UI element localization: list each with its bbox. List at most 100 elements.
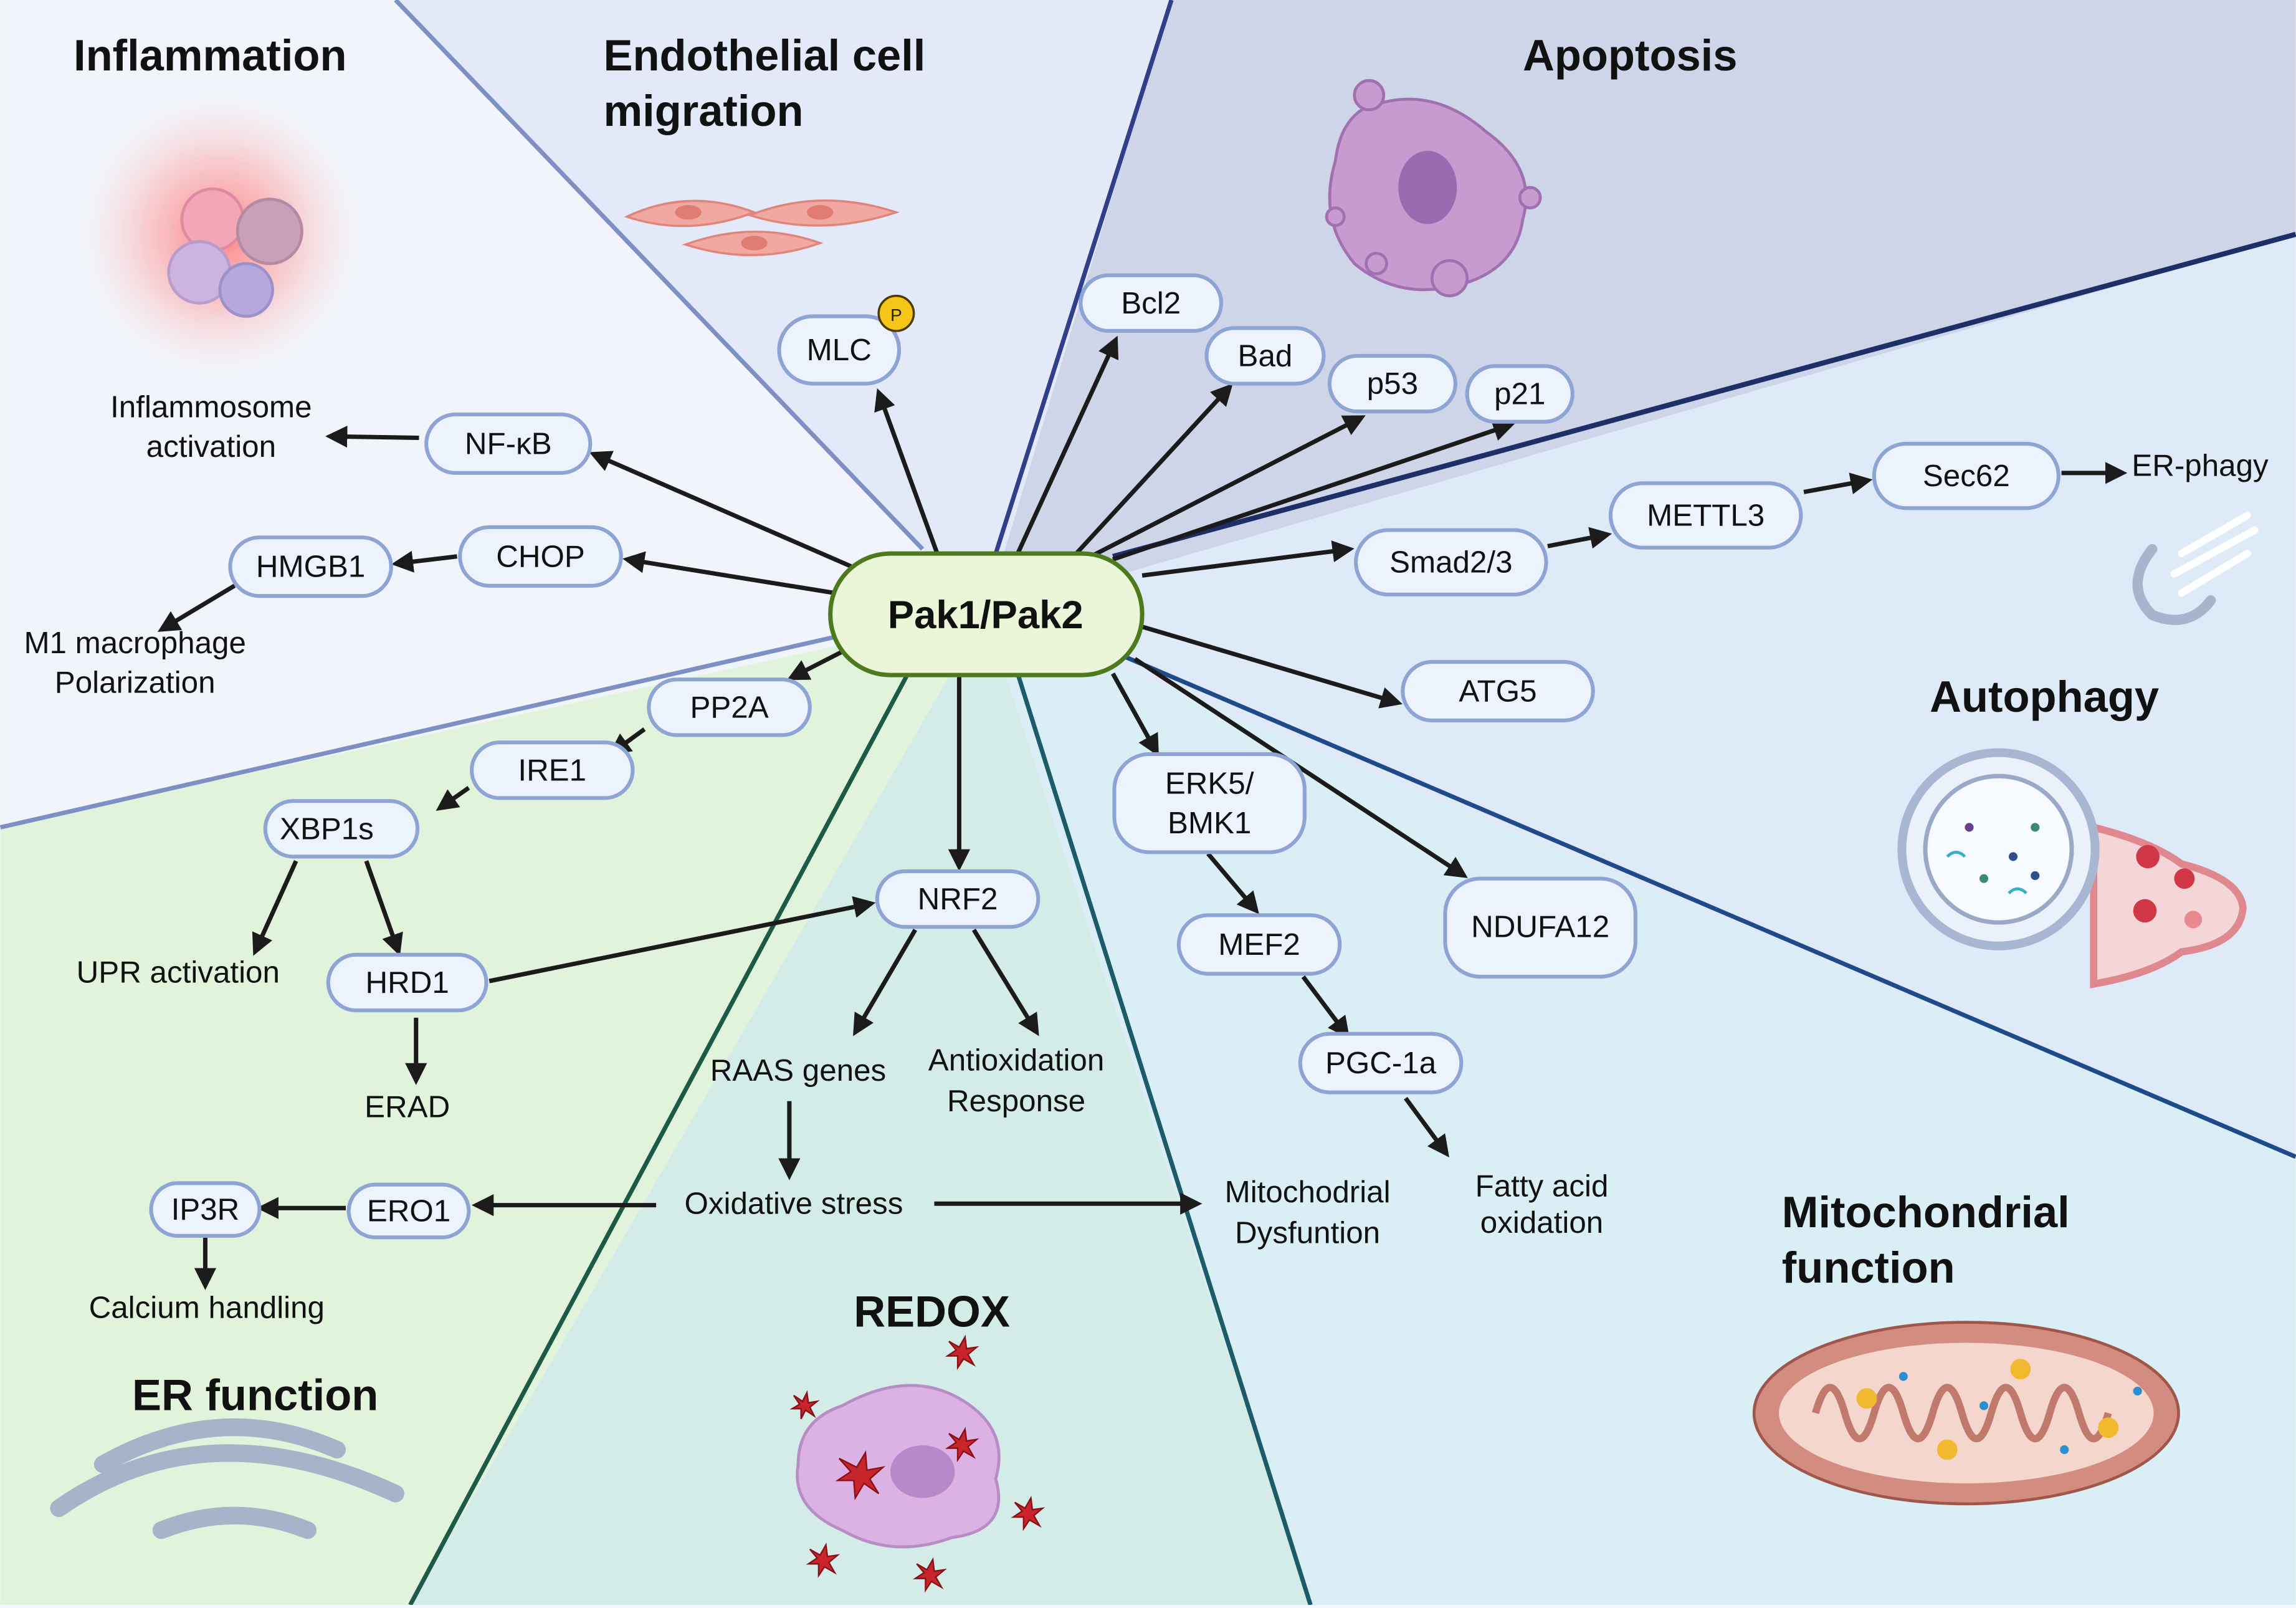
title-autophagy: Autophagy [1930, 672, 2159, 721]
sector-apoptosis [985, 0, 2296, 614]
nodes: NF-κB CHOP HMGB1 MLC P Bcl2 Bad p53 p21 … [149, 273, 2060, 1240]
center-node-pak[interactable]: Pak1/Pak2 [828, 551, 1145, 677]
svg-text:p21: p21 [1494, 377, 1545, 411]
svg-text:NRF2: NRF2 [918, 882, 998, 916]
node-nfkb[interactable]: NF-κB [424, 412, 593, 475]
svg-text:HRD1: HRD1 [366, 965, 449, 1000]
svg-text:Sec62: Sec62 [1923, 459, 2010, 493]
node-mettl3[interactable]: METTL3 [1608, 481, 1803, 550]
node-ire1[interactable]: IRE1 [469, 740, 635, 800]
edge-pak-bad [1074, 383, 1233, 555]
outcome-er-phagy: ER-phagy [2132, 449, 2269, 483]
node-pgc1a[interactable]: PGC-1a [1298, 1031, 1464, 1094]
apoptotic-cell-icon [1325, 79, 1542, 297]
edge-mef2-pgc1a [1301, 975, 1350, 1039]
node-nrf2[interactable]: NRF2 [875, 869, 1041, 929]
node-p53[interactable]: p53 [1327, 353, 1457, 414]
edge-xbp1s-upr [252, 860, 298, 956]
node-atg5[interactable]: ATG5 [1401, 659, 1595, 722]
edge-mettl3-sec62 [1803, 472, 1873, 495]
outcome-calcium: Calcium handling [89, 1291, 325, 1325]
outcome-oxidative-stress: Oxidative stress [684, 1187, 903, 1221]
edge-nrf2-antiox [971, 929, 1039, 1036]
node-bcl2[interactable]: Bcl2 [1079, 273, 1224, 333]
edge-pak-chop [622, 551, 836, 596]
svg-text:Bad: Bad [1238, 338, 1293, 373]
svg-text:p53: p53 [1367, 366, 1418, 401]
svg-text:HMGB1: HMGB1 [256, 550, 365, 584]
node-ip3r[interactable]: IP3R [149, 1181, 262, 1238]
immune-cells-icon [80, 95, 360, 374]
er-phagy-icon [2132, 512, 2259, 625]
edge-pak-p21 [1112, 419, 1515, 562]
node-pp2a[interactable]: PP2A [647, 677, 812, 737]
node-bad[interactable]: Bad [1204, 326, 1326, 386]
node-mlc[interactable]: MLC [777, 314, 902, 386]
svg-text:ERK5/: ERK5/ [1165, 766, 1254, 800]
svg-text:Bcl2: Bcl2 [1121, 286, 1181, 320]
node-xbp1s[interactable]: XBP1s [263, 799, 420, 859]
title-er-function: ER function [132, 1371, 378, 1420]
svg-text:Smad2/3: Smad2/3 [1389, 545, 1512, 580]
node-p21[interactable]: p21 [1465, 364, 1574, 424]
node-sec62[interactable]: Sec62 [1872, 441, 2060, 510]
edge-xbp1s-hrd1 [364, 860, 403, 956]
node-smad[interactable]: Smad2/3 [1354, 528, 1548, 596]
svg-text:P: P [890, 305, 902, 325]
outcome-fao-line1: Fatty acid [1475, 1169, 1609, 1204]
outcome-m1-line2: Polarization [55, 665, 216, 699]
edge-hrd1-nrf2 [488, 896, 876, 983]
outcome-inflammasome-line1: Inflammosome [110, 390, 312, 424]
node-erk5[interactable]: ERK5/BMK1 [1112, 752, 1307, 854]
svg-text:IRE1: IRE1 [518, 753, 586, 787]
secondary-edges [157, 425, 2128, 1290]
svg-text:MEF2: MEF2 [1218, 927, 1300, 962]
title-redox: REDOX [854, 1287, 1010, 1336]
svg-text:NF-κB: NF-κB [465, 426, 552, 461]
node-hmgb1[interactable]: HMGB1 [228, 535, 393, 598]
edge-erk5-mef2 [1206, 852, 1259, 914]
title-apoptosis: Apoptosis [1523, 31, 1737, 80]
outcome-labels: Inflammosome activation M1 macrophage Po… [24, 390, 2269, 1325]
phospho-badge: P [877, 294, 915, 332]
edge-pak-bcl2 [1016, 335, 1119, 555]
sector-er [0, 613, 986, 1605]
svg-text:CHOP: CHOP [496, 539, 585, 573]
edge-pak-atg5 [1141, 625, 1403, 709]
title-endothelial-line1: Endothelial cell [604, 31, 926, 80]
edge-nrf2-raas [853, 929, 917, 1036]
ros-cell-icon [789, 1334, 1046, 1593]
outcome-mitodys-line1: Mitochodrial [1225, 1175, 1391, 1209]
svg-text:PP2A: PP2A [690, 690, 768, 724]
sector-endothelial [395, 0, 1172, 614]
pak-edges [589, 335, 1515, 878]
node-chop[interactable]: CHOP [458, 525, 623, 588]
edge-pak-nfkb [589, 451, 880, 581]
node-mef2[interactable]: MEF2 [1176, 913, 1342, 976]
outcome-erad: ERAD [364, 1090, 450, 1124]
svg-text:ATG5: ATG5 [1459, 674, 1536, 708]
title-endothelial-line2: migration [604, 86, 804, 135]
node-ero1[interactable]: ERO1 [346, 1182, 471, 1240]
svg-text:MLC: MLC [807, 333, 872, 367]
svg-text:PGC-1a: PGC-1a [1325, 1046, 1437, 1080]
edge-pak-erk5 [1111, 672, 1160, 757]
svg-text:IP3R: IP3R [171, 1192, 240, 1227]
autolysosome-icon [1897, 748, 2247, 988]
edge-chop-hmgb1 [391, 550, 457, 573]
outcome-upr: UPR activation [77, 955, 280, 989]
edge-pgc1a-fao [1404, 1096, 1449, 1158]
node-ndufa12[interactable]: NDUFA12 [1443, 876, 1637, 979]
node-hrd1[interactable]: HRD1 [326, 952, 488, 1013]
edge-pak-smad [1141, 540, 1355, 578]
endoplasmic-reticulum-icon [50, 1418, 404, 1539]
svg-text:BMK1: BMK1 [1168, 806, 1251, 840]
outcome-mitodys-line2: Dysfuntion [1235, 1216, 1380, 1250]
edge-ire1-xbp1s [436, 786, 470, 811]
outcome-raas: RAAS genes [710, 1053, 886, 1088]
edge-pak-ndufa12 [1133, 657, 1468, 878]
edge-nfkb-inflammasome [325, 425, 419, 448]
